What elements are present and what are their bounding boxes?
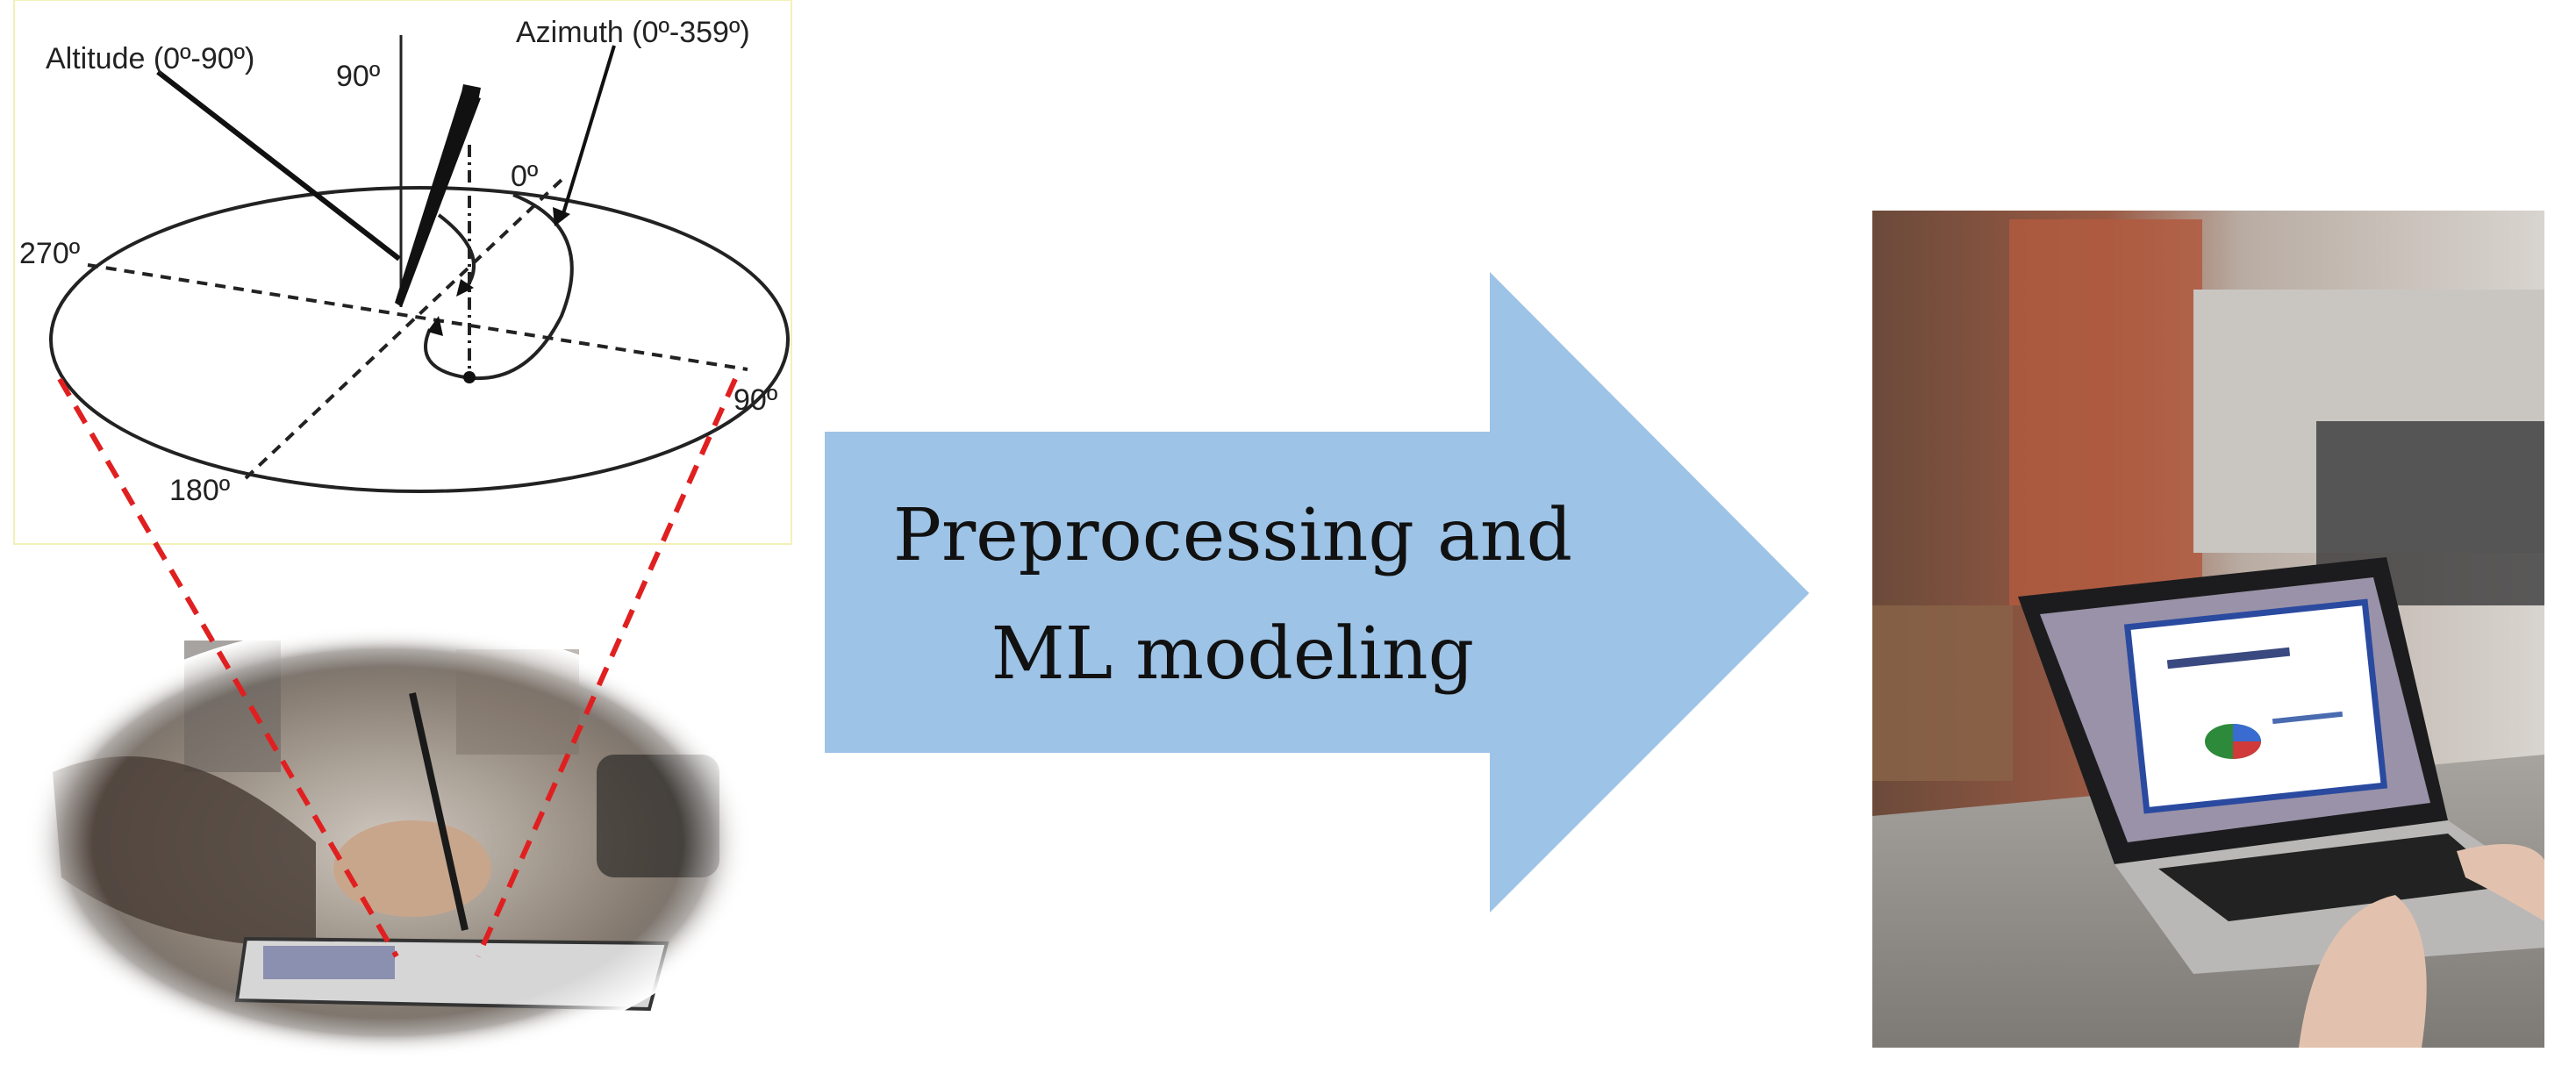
deg-90-right-label: 90º bbox=[733, 383, 777, 417]
wooden-box bbox=[1872, 605, 2013, 781]
projection-line-left bbox=[57, 377, 399, 958]
azimuth-pointer bbox=[560, 45, 616, 220]
photo-edge-fade bbox=[19, 623, 756, 1062]
pie-slice-blue bbox=[2233, 724, 2261, 741]
azimuth-ellipse bbox=[49, 186, 790, 493]
pen-angle-diagram: Altitude (0º-90º) Azimuth (0º-359º) 90º … bbox=[13, 0, 792, 545]
pie-slice-red bbox=[2233, 741, 2261, 759]
azimuth-arc-arrowhead bbox=[427, 316, 443, 336]
altitude-label: Altitude (0º-90º) bbox=[46, 42, 254, 75]
arrow-text-line1: Preprocessing and bbox=[893, 494, 1572, 577]
arrow-shape bbox=[825, 272, 1809, 913]
pen-shape bbox=[395, 92, 481, 307]
right-hand bbox=[2457, 844, 2544, 921]
dashboard-legend bbox=[2272, 711, 2343, 725]
laptop-dashboard-photo bbox=[1872, 211, 2544, 1048]
tablet-writing-photo bbox=[19, 623, 756, 1062]
azimuth-arc bbox=[424, 193, 574, 381]
laptop-keyboard bbox=[2158, 834, 2509, 921]
deg-0-label: 0º bbox=[511, 160, 538, 193]
brick-column bbox=[2009, 219, 2202, 605]
deg-90-top-label: 90º bbox=[336, 60, 380, 93]
projection-line-right bbox=[476, 377, 738, 958]
dashboard-header bbox=[2166, 647, 2291, 669]
dashboard-card bbox=[2123, 598, 2388, 814]
pen-tip-point bbox=[463, 371, 476, 383]
altitude-arrowhead bbox=[456, 279, 474, 297]
deg-270-label: 270º bbox=[19, 237, 80, 270]
arrow-text-line2: ML modeling bbox=[991, 612, 1474, 696]
azimuth-pointer-head bbox=[553, 207, 570, 226]
altitude-pointer bbox=[156, 69, 401, 261]
azimuth-label: Azimuth (0º-359º) bbox=[516, 16, 750, 49]
altitude-arc bbox=[437, 213, 476, 291]
process-arrow: Preprocessing and ML modeling bbox=[825, 272, 1809, 913]
axis-270-90 bbox=[87, 263, 748, 371]
pen-cap bbox=[461, 84, 481, 101]
left-hand bbox=[2299, 895, 2427, 1048]
deg-180-label: 180º bbox=[169, 474, 230, 507]
